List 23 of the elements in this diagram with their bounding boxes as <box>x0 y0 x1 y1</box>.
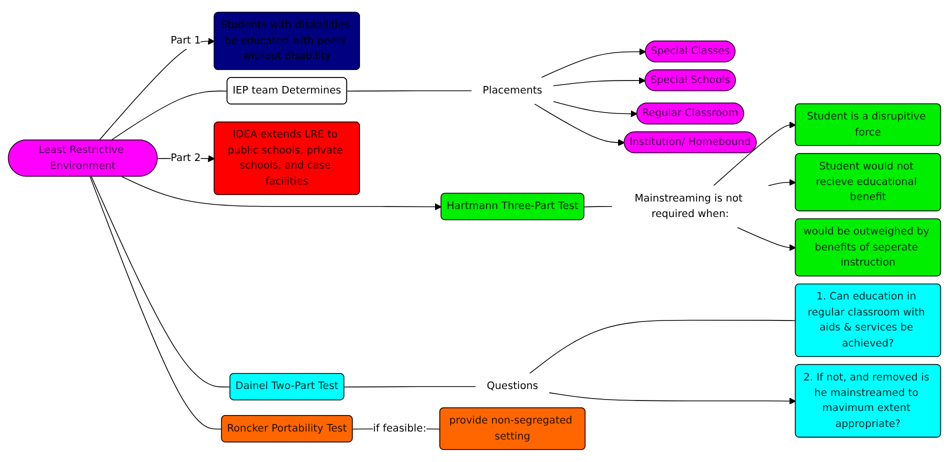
arrow <box>534 104 625 146</box>
node-text: Placements <box>482 84 542 96</box>
node-text: Questions <box>486 380 538 392</box>
node-text: Mainstreaming is not required when: <box>634 192 743 220</box>
arrow <box>713 121 796 186</box>
arrow <box>541 48 646 78</box>
connector <box>346 90 472 92</box>
connector <box>529 320 796 374</box>
arrow <box>736 227 796 252</box>
connector <box>344 386 476 388</box>
arrow <box>552 101 638 118</box>
connector <box>110 90 228 141</box>
connector <box>90 176 231 388</box>
edge-label: Part 1 <box>170 34 201 47</box>
arrow <box>552 77 646 86</box>
arrow <box>548 392 796 405</box>
edge-label: Part 2 <box>170 152 201 164</box>
edge-label: if feasible: <box>372 422 426 434</box>
connector <box>90 176 222 430</box>
arrow <box>121 176 442 210</box>
connector <box>584 206 612 208</box>
arrow <box>768 178 796 186</box>
arrow <box>98 38 215 141</box>
